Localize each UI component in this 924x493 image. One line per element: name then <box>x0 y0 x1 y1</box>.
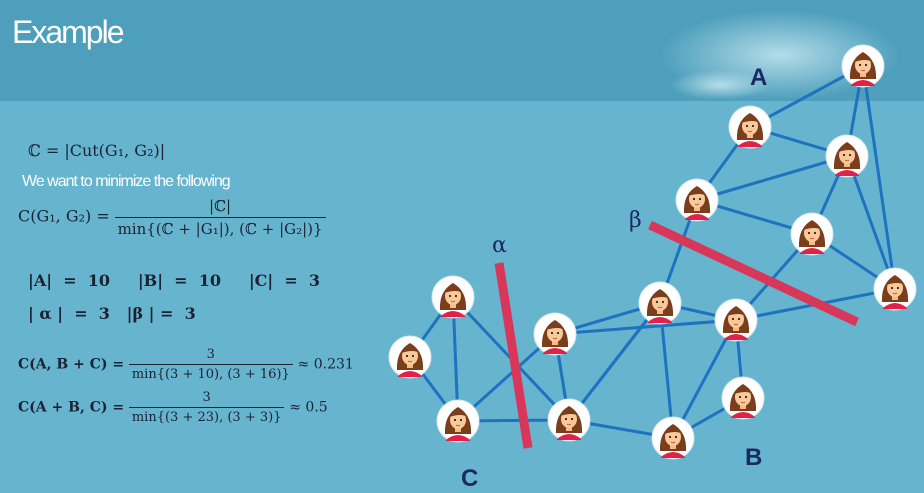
graph-labels: A B C α β <box>461 64 767 492</box>
case1-denominator: min{(3 + 10), (3 + 16)} <box>128 364 293 382</box>
cluster-label-a: A <box>750 64 767 91</box>
woman-avatar-icon <box>388 335 432 379</box>
edge-c3-b6 <box>456 332 557 423</box>
woman-avatar-icon <box>825 134 869 178</box>
cut-definition: ℂ = |Cut(G₁, G₂)| <box>28 141 166 160</box>
cost-numerator: |ℂ| <box>209 197 232 215</box>
woman-avatar-icon <box>714 298 758 342</box>
intro-text: We want to minimize the following <box>22 173 231 190</box>
woman-avatar-icon <box>728 105 772 149</box>
case2-formula: C(A + B, C) = 3 min{(3 + 23), (3 + 3)} ≈ … <box>18 390 328 425</box>
edge-b3-b1 <box>567 302 662 421</box>
case1-numerator: 3 <box>206 347 215 362</box>
cluster-label-b: B <box>745 444 762 471</box>
woman-avatar-icon <box>436 399 480 443</box>
case1-value: ≈ 0.231 <box>297 356 354 373</box>
woman-avatar-icon <box>651 416 695 460</box>
beta-cut-line <box>648 220 859 327</box>
woman-avatar-icon <box>790 212 834 256</box>
edge-a1-a6 <box>861 65 897 290</box>
cost-lhs: C(G₁, G₂) = <box>18 206 110 226</box>
woman-avatar-icon <box>638 281 682 325</box>
edge-b2-b6 <box>554 318 737 336</box>
case2-value: ≈ 0.5 <box>289 399 328 416</box>
beta-cut-label: β <box>629 208 642 233</box>
woman-avatar-icon <box>721 376 765 420</box>
edge-a4-a3 <box>696 154 848 202</box>
cut-lines <box>494 220 859 449</box>
woman-avatar-icon <box>873 267 917 311</box>
alpha-cut-label: α <box>492 233 507 258</box>
woman-avatar-icon <box>533 312 577 356</box>
case1-lhs: C(A, B + C) = <box>18 356 125 373</box>
cost-denominator: min{(ℂ + |G₁|), (ℂ + |G₂|)} <box>114 217 326 238</box>
case2-lhs: C(A + B, C) = <box>18 399 125 416</box>
edge-a3-a6 <box>845 155 897 290</box>
woman-avatar-icon <box>841 44 885 88</box>
case2-denominator: min{(3 + 23), (3 + 3)} <box>128 407 285 425</box>
woman-avatar-icon <box>547 398 591 442</box>
alpha-cut-line <box>494 262 533 449</box>
case2-numerator: 3 <box>202 390 211 405</box>
cut-sizes: | α | = 3 |β | = 3 <box>28 304 196 323</box>
nodes <box>388 44 917 460</box>
cost-formula: C(G₁, G₂) = |ℂ| min{(ℂ + |G₁|), (ℂ + |G₂|… <box>18 197 326 238</box>
woman-avatar-icon <box>675 178 719 222</box>
cluster-label-c: C <box>461 465 478 492</box>
slide-title: Example <box>12 14 124 50</box>
case1-formula: C(A, B + C) = 3 min{(3 + 10), (3 + 16)} ≈… <box>18 347 354 382</box>
cluster-sizes: |A| = 10 |B| = 10 |C| = 3 <box>28 271 321 290</box>
woman-avatar-icon <box>431 275 475 319</box>
